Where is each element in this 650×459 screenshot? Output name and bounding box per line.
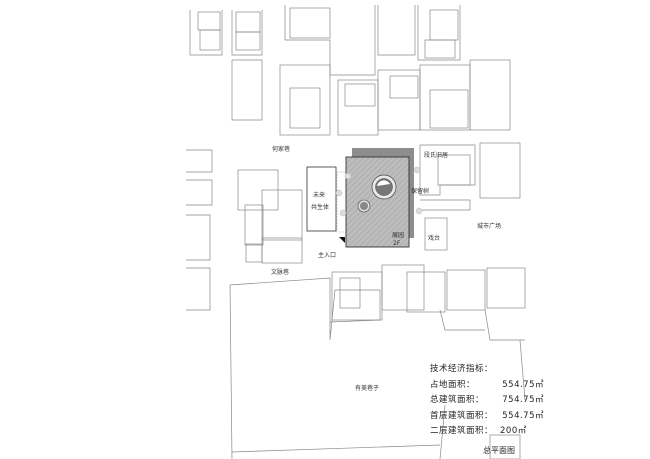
label-preserved-tree: 保留树 [411, 188, 430, 195]
exhibition-garden-building [345, 156, 410, 248]
stats-row: 总建筑面积：754.75㎡ [430, 395, 544, 405]
label-wenmai-lane: 文脉巷 [271, 269, 290, 276]
label-hejia-lane: 何家巷 [272, 146, 291, 153]
stats-row: 占地面积：554.75㎡ [430, 379, 544, 390]
label-main-entrance: 主入口 [318, 252, 337, 259]
label-future-2: 共生体 [311, 204, 330, 211]
stats-row: 首层建筑面积：554.75㎡ [430, 410, 544, 421]
label-city-plaza: 城市广场 [477, 223, 502, 230]
future-symbiosis-building [306, 166, 337, 232]
label-duan-residence: 段氏旧居 [424, 152, 449, 159]
label-exhibition-garden: 展园 [392, 232, 405, 239]
stats-heading: 技术经济指标： [430, 364, 494, 374]
main-entrance-arrow-icon [339, 237, 345, 243]
preserved-trees [335, 166, 423, 217]
label-youmei-lane: 有美巷子 [355, 385, 380, 392]
technical-indicators: 技术经济指标： 占地面积：554.75㎡ 总建筑面积：754.75㎡ 首层建筑面… [430, 362, 550, 440]
drawing-title: 总平面图 [483, 446, 515, 455]
label-future-1: 未来 [313, 192, 326, 199]
context-buildings [186, 5, 526, 459]
stats-row: 二层建筑面积：200㎡ [430, 426, 527, 436]
label-stage: 戏台 [428, 235, 441, 242]
label-floor: 2F [393, 240, 401, 247]
